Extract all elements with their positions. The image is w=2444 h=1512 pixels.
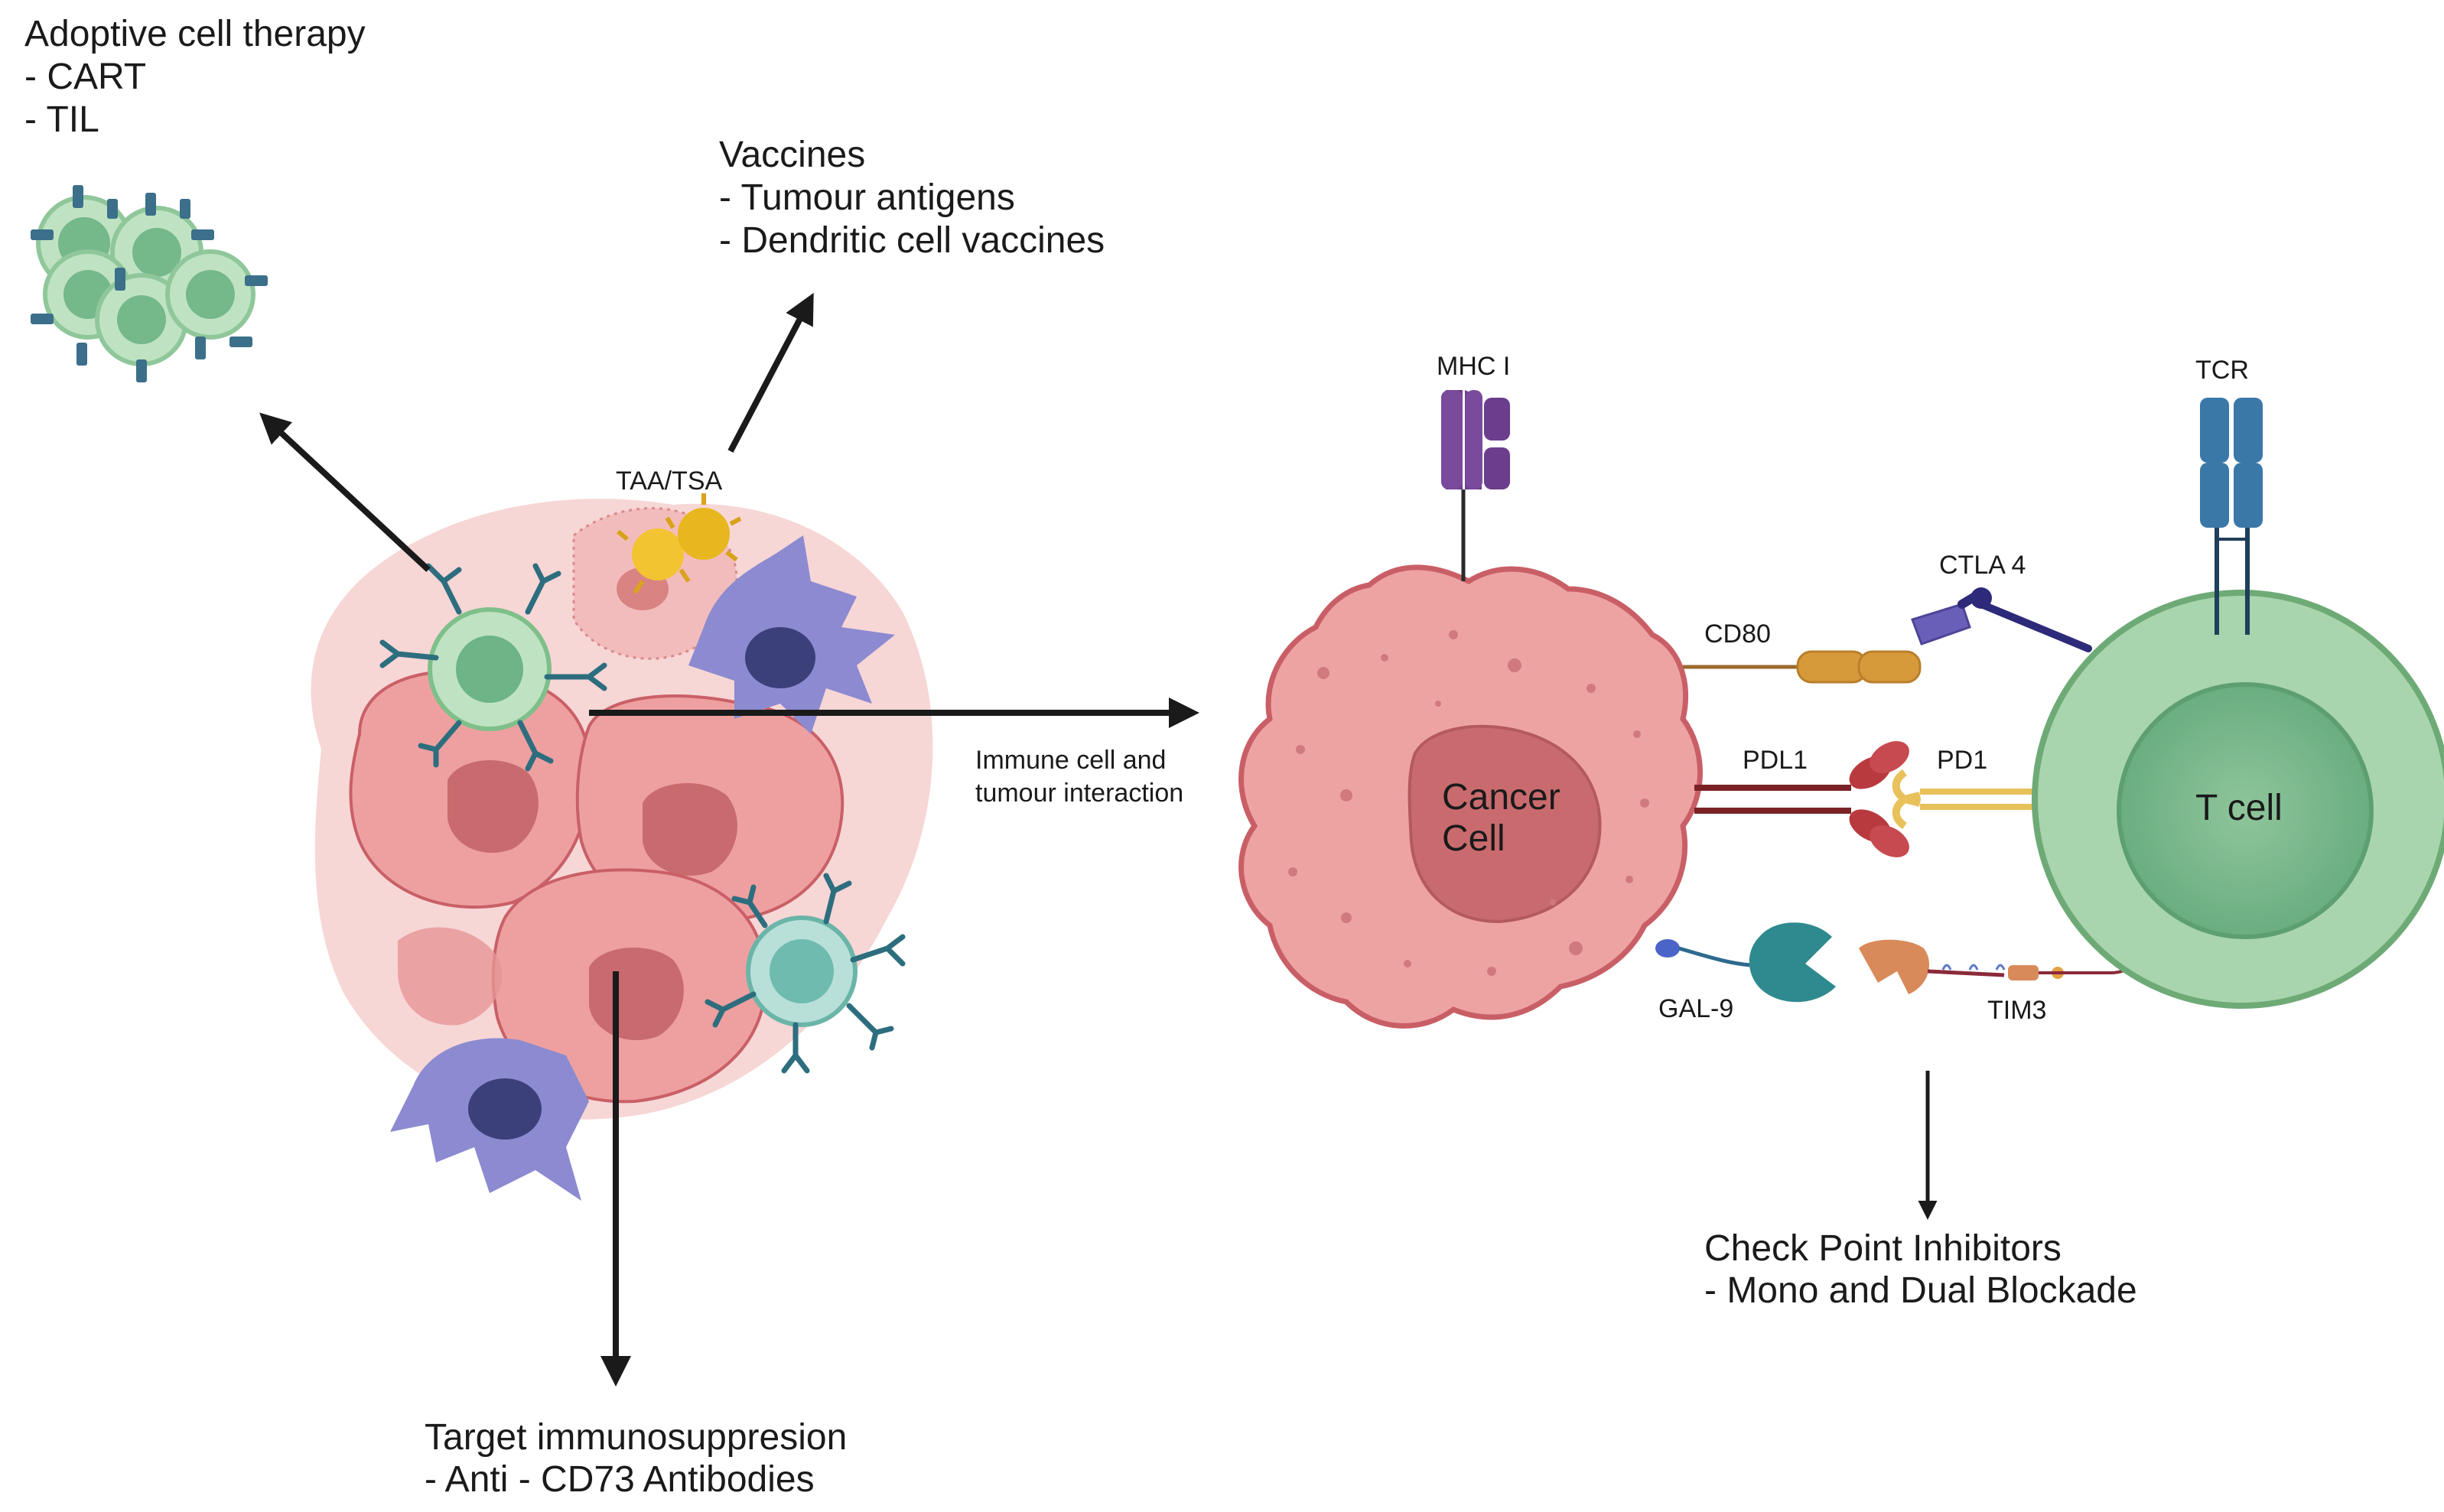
pdl1-icon — [1694, 741, 1909, 857]
expanded-t-cell-cluster — [31, 185, 268, 382]
dendritic-cell-top — [688, 535, 895, 734]
t-cell-label: T cell — [2195, 788, 2283, 828]
tim3-label: TIM3 — [1987, 996, 2046, 1025]
adoptive-title: Adoptive cell therapy — [24, 14, 366, 54]
vaccines-item-dendritic: - Dendritic cell vaccines — [719, 220, 1105, 261]
mhc-label: MHC I — [1437, 352, 1510, 381]
tcr-icon — [2200, 398, 2263, 635]
arrow-to-vaccines — [727, 292, 814, 453]
ctla4-label: CTLA 4 — [1939, 551, 2026, 580]
tim3-glycans — [1941, 964, 2006, 971]
cancer-cell: Cancer Cell — [1238, 564, 1703, 1029]
taa-tsa-label: TAA/TSA — [616, 467, 722, 496]
arrows — [259, 292, 1938, 1387]
tumour-cell-3 — [491, 868, 768, 1104]
pdl1-label: PDL1 — [1743, 746, 1808, 775]
tumour-t-cell-bottom — [705, 873, 906, 1074]
vaccines-block: Vaccines - Tumour antigens - Dendritic c… — [719, 135, 1105, 261]
tumour-t-cell-top — [379, 563, 607, 772]
interaction-label-line1: Immune cell and — [975, 746, 1166, 775]
target-title: Target immunosuppresion — [425, 1417, 847, 1458]
pd1-label: PD1 — [1937, 746, 1987, 775]
target-block: Target immunosuppresion - Anti - CD73 An… — [425, 1417, 847, 1500]
tcr-label: TCR — [2195, 356, 2249, 385]
pd1-icon — [1892, 769, 2035, 830]
tumour-mass: TAA/TSA — [311, 467, 933, 1201]
tumour-cell-1 — [349, 670, 591, 909]
cd80-icon — [1683, 650, 1922, 684]
cancer-cell-dots — [1288, 630, 1649, 976]
tumour-cell-2 — [575, 694, 844, 924]
interaction-label: Immune cell and tumour interaction — [975, 746, 1183, 808]
adoptive-item-cart: - CART — [24, 57, 146, 97]
checkpoint-block: Check Point Inhibitors - Mono and Dual B… — [1704, 1228, 2137, 1311]
target-item-cd73: - Anti - CD73 Antibodies — [425, 1459, 815, 1500]
dendritic-cell-bottom — [390, 1038, 589, 1201]
gal9-icon — [1655, 922, 1836, 1003]
arrow-to-adoptive — [259, 412, 431, 572]
cancer-cell-label-1: Cancer — [1442, 777, 1560, 818]
gal9-label: GAL-9 — [1658, 994, 1733, 1023]
taa-tsa-antigen-icon — [617, 493, 742, 594]
cd80-label: CD80 — [1704, 619, 1771, 649]
car-receptor-icons — [31, 185, 268, 382]
checkpoint-item-blockade: - Mono and Dual Blockade — [1704, 1270, 2137, 1311]
tim3-icon — [1859, 939, 2135, 994]
vaccines-item-tumour-antigens: - Tumour antigens — [719, 177, 1015, 218]
vaccines-title: Vaccines — [719, 135, 865, 175]
ctla4-icon — [1911, 587, 2092, 652]
mhc-i-icon — [1441, 390, 1510, 581]
adoptive-item-til: - TIL — [24, 99, 99, 140]
checkpoint-title: Check Point Inhibitors — [1704, 1228, 2062, 1269]
interaction-label-line2: tumour interaction — [975, 779, 1183, 808]
t-cell: T cell — [2032, 590, 2444, 1009]
adoptive-cell-therapy-block: Adoptive cell therapy - CART - TIL — [24, 14, 366, 140]
cancer-cell-label-2: Cell — [1442, 818, 1505, 859]
